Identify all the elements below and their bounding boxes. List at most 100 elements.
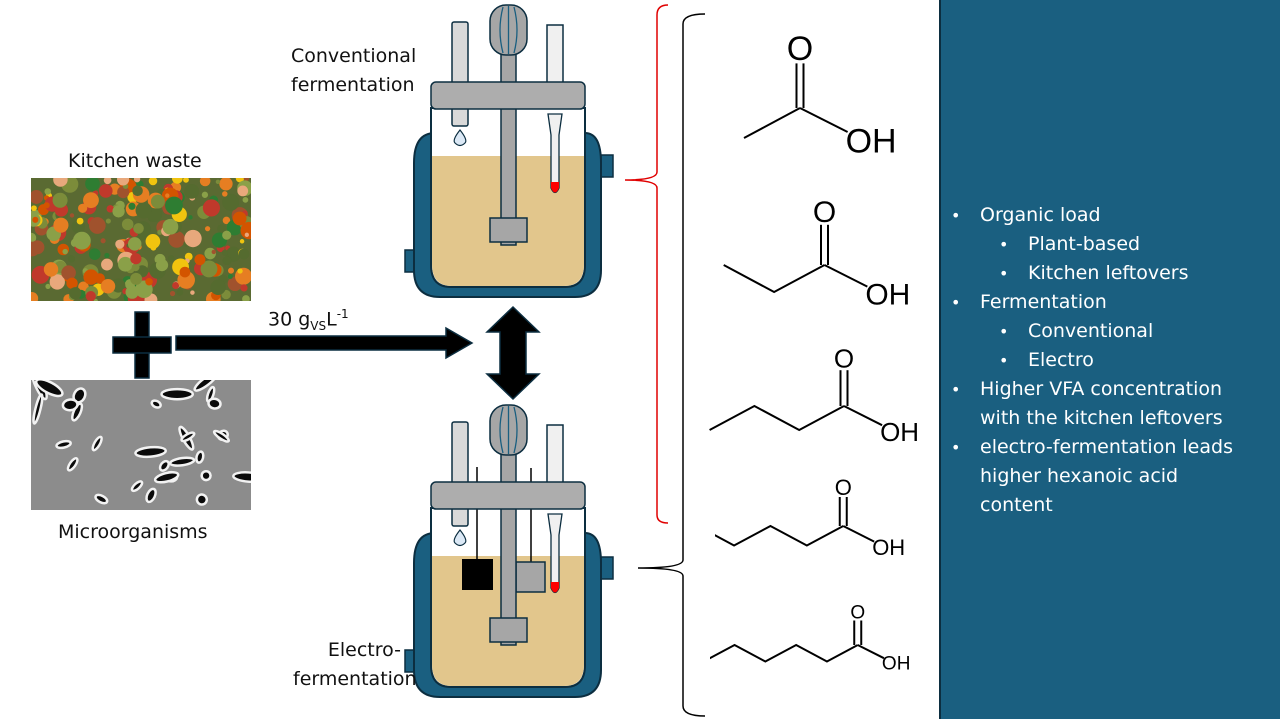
- cell: [145, 487, 157, 504]
- summary-item-text: with the kitchen leftovers: [980, 407, 1223, 429]
- food-piece: [128, 202, 136, 210]
- food-piece: [31, 190, 44, 204]
- probe-tip: [551, 182, 559, 193]
- probe-holder: [546, 424, 564, 486]
- food-piece: [222, 216, 231, 225]
- food-piece: [98, 184, 113, 198]
- food-piece: [121, 218, 134, 231]
- hydroxyl-label: OH: [882, 654, 911, 675]
- food-piece: [162, 218, 179, 235]
- food-piece: [117, 186, 130, 199]
- conventional-products-bracket: [624, 4, 669, 524]
- food-piece: [133, 223, 144, 234]
- food-piece: [217, 224, 227, 234]
- bullet-icon: •: [951, 438, 961, 457]
- cell: [134, 445, 168, 459]
- food-piece: [244, 232, 249, 237]
- food-piece: [131, 263, 140, 272]
- summary-item-text: Plant-based: [1028, 233, 1141, 255]
- food-piece: [85, 291, 96, 301]
- food-piece: [103, 178, 112, 185]
- food-piece: [239, 239, 245, 244]
- summary-item-text: Fermentation: [980, 291, 1107, 313]
- cell: [180, 431, 196, 443]
- food-piece: [237, 185, 249, 197]
- electro-fermentation-label: Electro- fermentation: [293, 636, 417, 694]
- food-piece: [204, 226, 211, 232]
- food-piece: [49, 274, 65, 290]
- cell: [94, 493, 109, 505]
- food-piece: [167, 255, 175, 262]
- bullet-icon: •: [999, 235, 1009, 254]
- cell: [207, 397, 222, 410]
- microscopy-illustration: [31, 380, 251, 510]
- summary-item: •Higher VFA concentration: [941, 375, 1280, 404]
- cell: [195, 493, 209, 506]
- food-piece: [31, 241, 40, 257]
- feed-arrow-icon: [175, 326, 474, 360]
- summary-item-text: Electro: [1028, 349, 1094, 371]
- cathode-electrode: [515, 561, 546, 593]
- food-piece: [145, 234, 161, 249]
- food-piece: [165, 196, 183, 215]
- butyric-acid-structure: OOH: [709, 344, 919, 447]
- food-piece: [222, 191, 228, 197]
- food-piece: [115, 239, 125, 249]
- food-piece: [31, 291, 39, 301]
- summary-list: •Organic load•Plant-based•Kitchen leftov…: [941, 201, 1280, 520]
- probe-holder: [546, 24, 564, 86]
- food-piece: [201, 191, 209, 198]
- food-piece: [105, 218, 111, 224]
- microorganisms-label: Microorganisms: [58, 521, 208, 543]
- food-piece: [210, 279, 226, 295]
- plus-icon: [112, 311, 172, 379]
- cell: [200, 469, 212, 482]
- food-piece: [53, 217, 69, 233]
- cell: [160, 387, 195, 401]
- impeller: [489, 217, 528, 243]
- summary-item: •Conventional: [941, 317, 1280, 346]
- food-piece: [228, 267, 235, 274]
- feed-tube: [451, 21, 469, 127]
- food-piece: [222, 193, 240, 211]
- single-bond: [843, 405, 883, 427]
- single-bond: [799, 107, 849, 133]
- food-piece: [169, 290, 176, 297]
- loading-subscript: VS: [310, 319, 327, 334]
- food-piece: [130, 272, 143, 285]
- hexanoic-acid-structure: O OH: [710, 603, 911, 675]
- electro-products-bracket: [637, 13, 706, 717]
- summary-item-text: Organic load: [980, 204, 1101, 226]
- propionic-acid-structure: OOH: [723, 196, 910, 312]
- oxygen-label: O: [835, 475, 852, 500]
- summary-item: • Plant-based: [941, 230, 1280, 259]
- cell: [153, 471, 180, 484]
- carbon-chain: [710, 643, 859, 663]
- food-piece: [130, 253, 142, 265]
- cell: [32, 393, 44, 425]
- kitchen-waste-image: [31, 178, 251, 301]
- food-piece: [67, 255, 76, 263]
- food-piece: [31, 232, 37, 244]
- food-piece: [117, 178, 130, 186]
- summary-item: higher hexanoic acid: [941, 462, 1280, 491]
- food-piece: [31, 205, 37, 212]
- valeric-acid-structure: OOH: [715, 475, 905, 560]
- food-piece: [242, 196, 249, 203]
- cell: [66, 457, 79, 472]
- cell: [168, 456, 196, 467]
- food-piece: [69, 213, 75, 218]
- food-piece: [72, 231, 91, 250]
- loading-rate-label: 30 gVSL-1: [268, 300, 349, 341]
- food-piece: [184, 229, 202, 248]
- oxygen-label: O: [850, 603, 865, 624]
- food-piece: [88, 248, 101, 261]
- food-piece: [148, 178, 158, 186]
- oxygen-label: O: [813, 196, 836, 229]
- food-piece: [199, 178, 211, 187]
- feed-tube: [451, 421, 469, 527]
- food-piece: [200, 260, 218, 278]
- food-piece: [43, 202, 50, 209]
- cell: [61, 398, 79, 412]
- summary-item-text: electro-fermentation leads: [980, 436, 1233, 458]
